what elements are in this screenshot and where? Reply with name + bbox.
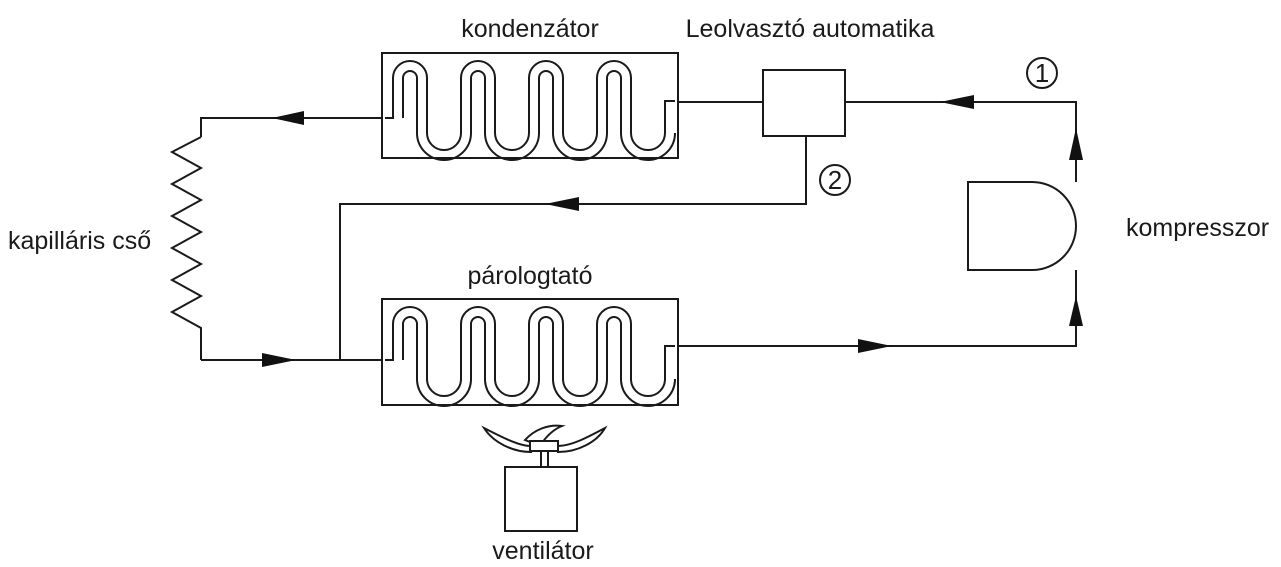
fan-icon xyxy=(481,424,608,532)
flow-arrow-compressor-in xyxy=(1069,296,1083,326)
evaporator-label: párologtató xyxy=(467,262,592,290)
flow-arrow-bypass xyxy=(545,197,579,211)
flow-arrow-evaporator-out xyxy=(858,339,892,353)
marker-circle-2 xyxy=(819,164,851,196)
capillary-label: kapilláris cső xyxy=(8,227,151,255)
marker-label-1: 1 xyxy=(1035,58,1049,88)
flow-arrow-compressor-up xyxy=(1069,128,1083,160)
pipe-evaporator-to-compressor xyxy=(678,270,1077,347)
marker-circle-1 xyxy=(1026,57,1058,89)
marker-label-2: 2 xyxy=(828,165,842,195)
compressor-shape xyxy=(967,181,1077,271)
flow-arrow-defrost-in xyxy=(940,95,974,109)
condenser-label: kondenzátor xyxy=(461,15,599,43)
flow-arrow-evaporator-in xyxy=(262,353,296,367)
condenser-coil-inner xyxy=(402,70,676,161)
condenser-coil xyxy=(385,60,675,151)
defrost-box xyxy=(762,69,846,137)
compressor-label: kompresszor xyxy=(1126,214,1269,242)
capillary-tube xyxy=(169,136,204,360)
evaporator-coil xyxy=(385,306,675,397)
fan-label: ventilátor xyxy=(492,537,593,565)
defrost-label: Leolvasztó automatika xyxy=(686,15,935,43)
flow-arrow-condenser-out xyxy=(272,111,304,125)
evaporator-coil-inner xyxy=(402,316,676,407)
pipe-compressor-to-defrost xyxy=(845,101,1077,182)
pipe-condenser-to-capillary xyxy=(200,117,382,137)
